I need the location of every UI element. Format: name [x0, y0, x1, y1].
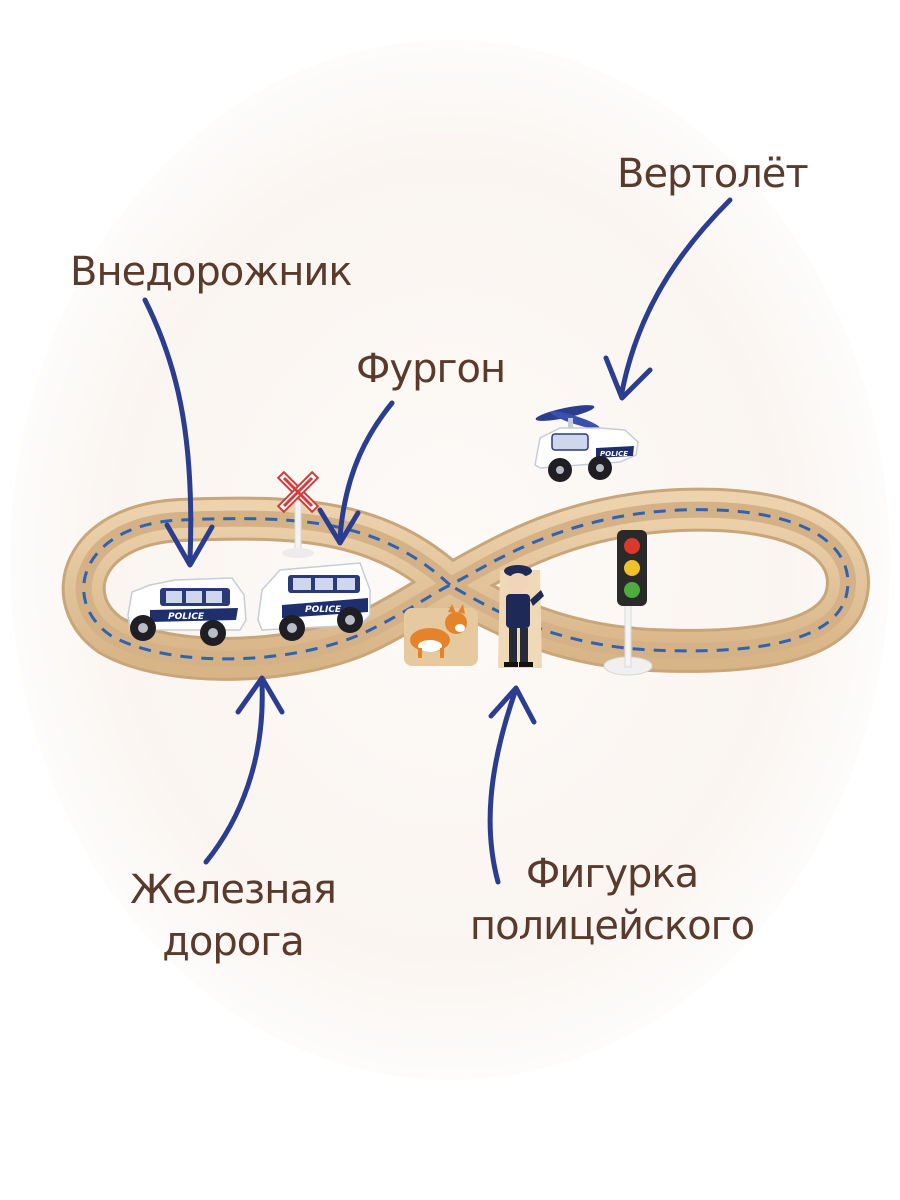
- van-police-text: POLICE: [305, 605, 342, 615]
- traffic-light: [603, 530, 653, 676]
- label-police-figure-line2: полицейского: [469, 903, 755, 949]
- label-helicopter: Вертолёт: [617, 151, 809, 197]
- figure-eight-track: [61, 487, 870, 681]
- callout-arrows: [142, 197, 733, 885]
- police-officer-figure: [498, 565, 544, 668]
- label-police-figure-line1: Фигурка: [525, 851, 699, 897]
- label-police-figure: Фигурка полицейского: [462, 848, 762, 952]
- arrow-suv-head-icon: [164, 522, 215, 568]
- label-railway-line2: дорога: [162, 919, 305, 965]
- police-helicopter-toy: POLICE: [534, 405, 639, 482]
- police-van-toy: POLICE: [257, 562, 371, 641]
- label-suv: Внедорожник: [70, 249, 353, 295]
- suv-police-text: POLICE: [168, 612, 205, 622]
- label-railway-line1: Железная: [130, 867, 337, 913]
- police-suv-toy: POLICE: [127, 577, 247, 646]
- arrow-railway-icon: [203, 681, 265, 865]
- crossing-sign: [276, 470, 320, 558]
- arrow-helicopter-head-icon: [603, 355, 653, 401]
- arrow-suv-icon: [142, 297, 194, 563]
- arrow-railway-head-icon: [235, 675, 285, 715]
- arrow-officer-icon: [487, 689, 518, 885]
- arrow-officer-head-icon: [488, 685, 537, 725]
- arrow-van-head-icon: [317, 507, 361, 546]
- arrow-van-icon: [337, 400, 395, 541]
- label-railway: Железная дорога: [118, 864, 348, 968]
- helicopter-police-text: POLICE: [600, 450, 628, 458]
- label-van: Фургон: [356, 346, 506, 392]
- dog-figure: [404, 604, 478, 666]
- arrow-helicopter-icon: [619, 197, 733, 395]
